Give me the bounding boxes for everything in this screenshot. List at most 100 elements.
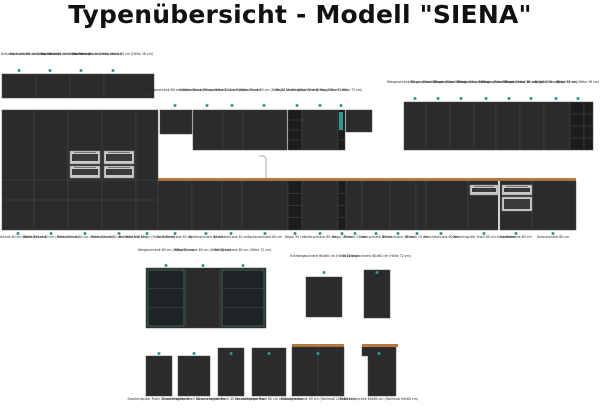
tall-cabinet [1, 109, 35, 231]
dishwasher-front [177, 355, 211, 397]
wall-cabinet [159, 109, 193, 135]
cabinet-label: Regal 15 cm (Höhe 36 cm) [556, 80, 600, 84]
cabinet-label: Hängeschrank 40 cm (Höhe 72 cm) [203, 88, 261, 92]
cabinet-label: Regal 30 cm [285, 235, 305, 239]
cabinet-label: Hängeschrank 60 cm (Höhe 36 cm) [386, 80, 444, 84]
dishwasher-front [217, 347, 245, 397]
cabinet-label: Hängeschrank 80 cm (Höhe 36 cm) [432, 80, 490, 84]
marker-dot [48, 69, 52, 72]
dishwasher-front [251, 347, 287, 397]
wall-cabinet [222, 109, 244, 151]
cabinet-label: Regal 15 cm [332, 235, 352, 239]
oven-handle [474, 186, 494, 187]
marker-dot [507, 97, 511, 100]
marker-dot [316, 352, 320, 355]
top-cabinet [103, 73, 155, 99]
dishwasher-front [145, 355, 173, 397]
marker-dot [375, 271, 379, 274]
marker-dot [514, 232, 518, 235]
cabinet-label: Eckhängeschrank 60x60 cm (Höhe 72 cm) [343, 254, 411, 258]
marker-dot [340, 232, 344, 235]
marker-dot [374, 232, 378, 235]
cabinet-label: Hochschrank 60 cm (Höhe 210 cm) [22, 235, 80, 239]
marker-dot [339, 104, 343, 107]
marker-dot [459, 97, 463, 100]
cabinet-label: Hochschrank 60 cm (Höhe 210 cm) [0, 235, 47, 239]
cabinet-label: Anrichtschrank 60 cm [157, 235, 193, 239]
marker-dot [83, 232, 87, 235]
cabinet-label: Hängeschrank 80 cm (Höhe 36 cm) [480, 80, 538, 84]
cabinet-label: Unterschrank 80 cm [359, 235, 393, 239]
oven-window [72, 154, 98, 161]
base-cabinet [361, 180, 391, 231]
cabinet-label: Anrichtschrank 40 cm [213, 235, 249, 239]
marker-dot [377, 352, 381, 355]
oven-window [472, 188, 496, 192]
cabinet-label: Eckunterschrank 90 cm (Stellmaß 100x60 c… [280, 397, 356, 401]
cabinet-label: Herdschrank 60 cm [500, 235, 532, 239]
marker-dot [318, 104, 322, 107]
marker-dot [262, 104, 266, 107]
cabinet-label: Hängeschrank 80 cm (Höhe 72 cm) [214, 248, 272, 252]
tall-cabinet [33, 109, 69, 231]
cabinet-label: Hängeschrank 40 cm (Höhe 36 cm) [409, 80, 467, 84]
marker-dot [230, 104, 234, 107]
marker-dot [353, 232, 357, 235]
marker-dot [201, 264, 205, 267]
top-cabinet [69, 73, 105, 99]
marker-dot [436, 97, 440, 100]
marker-dot [229, 232, 233, 235]
page-title: Typenübersicht - Modell "SIENA" [68, 0, 532, 29]
wall-cabinet [192, 109, 224, 151]
top-cabinet [1, 73, 37, 99]
tall-cabinet [135, 109, 159, 231]
base-cabinet [191, 180, 223, 231]
cabinet-label: Unterschrank 60 cm [303, 235, 337, 239]
marker-dot [241, 264, 245, 267]
oven-handle [108, 167, 130, 168]
cabinet-label: Hochschrank 60 cm (Höhe 210 cm) [90, 235, 148, 239]
wall-cabinet [425, 101, 451, 151]
wall-cabinet [301, 109, 339, 151]
base-cabinet [221, 180, 243, 231]
cabinet-label: Geschirrspüler Front 45 cm integrierbar [127, 397, 191, 401]
cabinet-label: Blende 15 cm [344, 235, 366, 239]
base-cabinet [345, 180, 363, 231]
marker-dot [205, 104, 209, 107]
marker-dot [482, 232, 486, 235]
oven-handle [74, 167, 96, 168]
countertop [292, 344, 344, 347]
marker-dot [263, 232, 267, 235]
cabinet-label: Hängeschrank 80 cm (Höhe 36 cm) [502, 80, 560, 84]
marker-dot [79, 69, 83, 72]
marker-dot [293, 232, 297, 235]
cabinet-label: Hochschrank Aufsatzschrank 60 cm (Höhe 3… [0, 52, 59, 56]
marker-dot [529, 97, 533, 100]
marker-dot [173, 232, 177, 235]
oven-handle [506, 186, 528, 187]
cabinet-label: Hochschrank 40 cm (Höhe 210 cm) [118, 235, 176, 239]
marker-dot [16, 232, 20, 235]
cabinet-label: Eckhängeschrank 60x60 cm (Höhe 72 cm) [290, 254, 358, 258]
marker-dot [192, 352, 196, 355]
marker-dot [157, 352, 161, 355]
marker-dot [551, 232, 555, 235]
cabinet-label: Hängeschrank 80 cm (Höhe 72 cm) [137, 248, 195, 252]
cabinet-label: Unterschrank 50 cm [381, 235, 415, 239]
cabinet-label: Geschirrspüler Front 45 cm vollintegrier… [196, 397, 266, 401]
cabinet-label: Unterschrank 60 cm [536, 235, 570, 239]
countertop [468, 178, 576, 181]
wall-cabinet [345, 109, 373, 133]
wall-cabinet [403, 101, 427, 151]
cabinet-label: Blende 15 cm [406, 235, 428, 239]
cabinet-label: Hängeschrank 60 cm (Höhe 72 cm) [174, 248, 232, 252]
countertop [158, 178, 468, 181]
oven-window [504, 188, 530, 192]
glass-insert [339, 112, 343, 130]
corner-wall-cabinet [363, 269, 391, 319]
marker-dot [164, 264, 168, 267]
cabinet-label: Geschirrspüler Front 60 cm integrierbar [452, 235, 516, 239]
corner-wall-cabinet [305, 276, 343, 318]
vitrine-cabinet [185, 267, 221, 329]
